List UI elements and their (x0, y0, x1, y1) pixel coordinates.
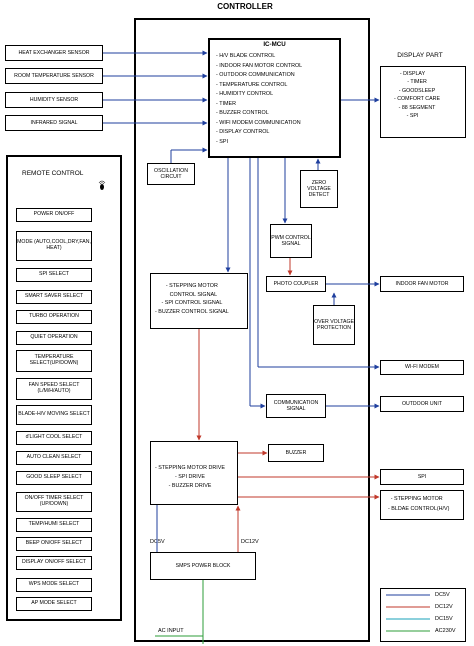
display-item: - GOODSLEEP (398, 87, 436, 94)
mcu-item: - HUMIDITY CONTROL (216, 91, 274, 97)
legend-dc15v: DC15V (435, 616, 453, 622)
display-item: - COMFORT CARE (394, 96, 441, 103)
display-part-list: - DISPLAY - TIMER - GOODSLEEP - COMFORT … (385, 70, 440, 120)
humidity-sensor: HUMIDITY SENSOR (5, 92, 103, 108)
smps-power-block: SMPS POWER BLOCK (150, 552, 256, 580)
legend-dc12v: DC12V (435, 604, 453, 610)
remote-button: MODE (AUTO,COOL,DRY,FAN, HEAT) (16, 231, 92, 261)
wifi-modem: WI-FI MODEM (380, 360, 464, 375)
over-voltage-protection: OVER VOLTAGE PROTECTION (313, 305, 355, 345)
remote-control-title: REMOTE CONTROL (22, 170, 84, 177)
heat-exchanger-sensor: HEAT EXCHANGER SENSOR (5, 45, 103, 61)
stepping-motor-item: - STEPPING MOTOR (390, 496, 443, 502)
bldc-control-item: - BLDAE CONTROL(H/V) (388, 506, 450, 512)
mcu-item: - TEMPERATURE CONTROL (216, 81, 288, 88)
remote-button: TEMP/HUMI SELECT (16, 518, 92, 532)
legend-dc5v: DC5V (435, 592, 450, 598)
mcu-item: - INDOOR FAN MOTOR CONTROL (216, 62, 303, 69)
display-item: - SPI (406, 113, 419, 120)
mcu-item: - WIFI MODEM COMMUNICATION (216, 119, 301, 126)
ic-mcu-list: - H/V BLADE CONTROL - INDOOR FAN MOTOR C… (216, 52, 302, 147)
stepping-control-list: - STEPPING MOTOR CONTROL SIGNAL - SPI CO… (155, 282, 229, 316)
page-title: CONTROLLER (217, 2, 273, 11)
dc12v-label: DC12V (241, 539, 259, 545)
stepping-control-item: - STEPPING MOTOR (165, 283, 218, 289)
photo-coupler: PHOTO COUPLER (266, 276, 326, 292)
stepping-motor-output: - STEPPING MOTOR - BLDAE CONTROL(H/V) (380, 490, 464, 520)
stepping-control-item: CONTROL SIGNAL (166, 291, 218, 298)
buzzer-block: BUZZER (268, 444, 324, 462)
remote-button: DISPLAY ON/OFF SELECT (16, 556, 92, 570)
stepping-control-block: - STEPPING MOTOR CONTROL SIGNAL - SPI CO… (150, 273, 248, 329)
remote-button: AP MODE SELECT (16, 597, 92, 611)
remote-button: BLADE-H/V MOVING SELECT (16, 405, 92, 425)
remote-button: TURBO OPERATION (16, 310, 92, 324)
mcu-item: - BUZZER CONTROL (216, 110, 269, 116)
room-temperature-sensor: ROOM TEMPERATURE SENSOR (5, 68, 103, 84)
drive-item: - STEPPING MOTOR DRIVE (155, 465, 225, 471)
remote-button: POWER ON/OFF (16, 208, 92, 222)
zero-voltage-detect: ZERO VOLTAGE DETECT (300, 170, 338, 208)
remote-button: BEEP ON/OFF SELECT (16, 537, 92, 551)
drive-item: - BUZZER DRIVE (168, 483, 212, 489)
legend-ac230v: AC230V (435, 628, 456, 634)
mcu-item: - H/V BLADE CONTROL (216, 53, 276, 59)
pwm-control-signal: PWM CONTROL SIGNAL (270, 224, 312, 258)
display-part-block: - DISPLAY - TIMER - GOODSLEEP - COMFORT … (380, 66, 466, 138)
mcu-item: - OUTDOOR COMMUNICATION (216, 72, 295, 78)
remote-button: GOOD SLEEP SELECT (16, 471, 92, 485)
remote-button: QUIET OPERATION (16, 331, 92, 345)
remote-button: SMART SAVER SELECT (16, 290, 92, 304)
stepping-motor-list: - STEPPING MOTOR - BLDAE CONTROL(H/V) (384, 494, 449, 514)
drive-item: - SPI DRIVE (175, 474, 205, 480)
remote-transmitter-icon (98, 178, 106, 190)
stepping-control-item: - SPI CONTROL SIGNAL (161, 300, 223, 306)
remote-button: AUTO CLEAN SELECT (16, 451, 92, 465)
oscillation-circuit: OSCILLATION CIRCUIT (147, 163, 195, 185)
indoor-fan-motor: INDOOR FAN MOTOR (380, 276, 464, 292)
remote-button: WPS MODE SELECT (16, 578, 92, 592)
communication-signal: COMMUNICATION SIGNAL (266, 394, 326, 418)
mcu-item: - DISPLAY CONTROL (216, 129, 270, 135)
ic-mcu-title: IC-MCU (263, 41, 286, 48)
display-item: - 88 SEGMENT (398, 104, 436, 111)
spi-output: SPI (380, 469, 464, 485)
mcu-item: - SPI (216, 138, 228, 145)
remote-button: FAN SPEED SELECT (L/M/H/AUTO) (16, 378, 92, 400)
infrared-signal: INFRARED SIGNAL (5, 115, 103, 131)
mcu-item: - TIMER (216, 100, 236, 107)
ac-input-label: AC INPUT (158, 628, 184, 634)
display-part-title: DISPLAY PART (397, 52, 443, 59)
drive-block: - STEPPING MOTOR DRIVE - SPI DRIVE - BUZ… (150, 441, 238, 505)
display-item: - TIMER (407, 79, 427, 86)
remote-button: d'LIGHT COOL SELECT (16, 431, 92, 445)
remote-button: TEMPERATURE SELECT(UP/DOWN) (16, 350, 92, 372)
remote-button: ON/OFF TIMER SELECT (UP/DOWN) (16, 492, 92, 512)
legend-box (380, 588, 466, 642)
stepping-control-item: - BUZZER CONTROL SIGNAL (155, 308, 229, 315)
outdoor-unit: OUTDOOR UNIT (380, 396, 464, 412)
ic-mcu-block: IC-MCU - H/V BLADE CONTROL - INDOOR FAN … (208, 38, 341, 158)
drive-list: - STEPPING MOTOR DRIVE - SPI DRIVE - BUZ… (155, 464, 225, 491)
remote-button: SPI SELECT (16, 268, 92, 282)
display-item: - DISPLAY (399, 71, 426, 77)
